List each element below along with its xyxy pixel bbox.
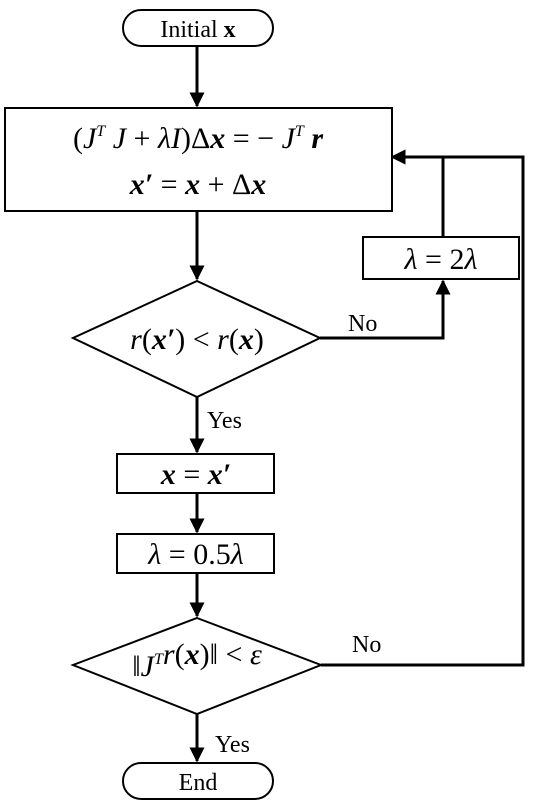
residual-no-label: No [348,311,377,337]
update-equation-line-1: (JT J + λI)Δx = − JT r [73,122,323,155]
end-node-label: End [179,770,218,796]
edge-increase-to-update [390,149,445,236]
edge-check-grad-no-to-update [321,149,525,667]
end-node [122,762,274,800]
residual-yes-label: Yes [207,408,242,434]
gradient-decision-label: ‖JTr(x)‖ < ε [132,638,262,683]
accept-update-label: x = x′ [160,458,231,491]
start-node [122,9,274,47]
increase-lambda-label: λ = 2λ [404,243,478,276]
increase-lambda-box [362,236,520,280]
update-equation-line-2: x′ = x + Δx [129,168,267,201]
gradient-no-label: No [352,632,381,658]
edge-check-residual-no-to-increase [320,279,451,340]
accept-update-box [116,453,275,494]
gradient-decision-diamond [70,616,324,716]
update-step-box [4,107,393,212]
gradient-yes-label: Yes [215,732,250,758]
residual-decision-diamond [70,279,323,399]
decrease-lambda-box [116,533,275,574]
residual-decision-label: r(x′) < r(x) [130,323,264,356]
start-node-label: Initial x [160,17,235,43]
decrease-lambda-label: λ = 0.5λ [147,538,243,571]
